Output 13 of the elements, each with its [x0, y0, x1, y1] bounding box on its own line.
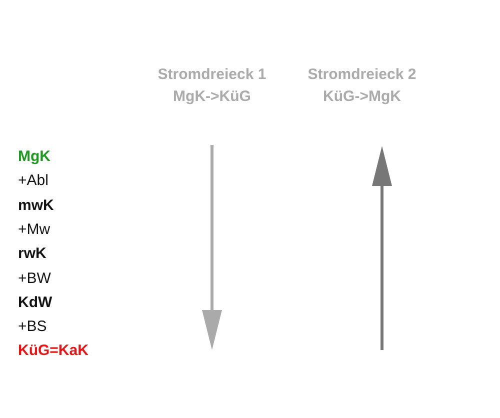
list-item: +Abl [18, 172, 48, 190]
list-item: mwK [18, 196, 54, 215]
subheading: MgK->KüG [173, 88, 251, 106]
list-item: MgK [18, 148, 50, 166]
list-item: KdW [18, 294, 52, 312]
list-item: KüG=KaK [18, 342, 88, 360]
list-item: rwK [18, 245, 46, 264]
subheading: KüG->MgK [323, 88, 401, 106]
heading: Stromdreieck 2 [308, 66, 416, 84]
heading: Stromdreieck 1 [158, 66, 266, 84]
list-item: +Mw [18, 220, 50, 239]
list-item: +BS [18, 318, 47, 336]
list-item: +BW [18, 270, 51, 288]
